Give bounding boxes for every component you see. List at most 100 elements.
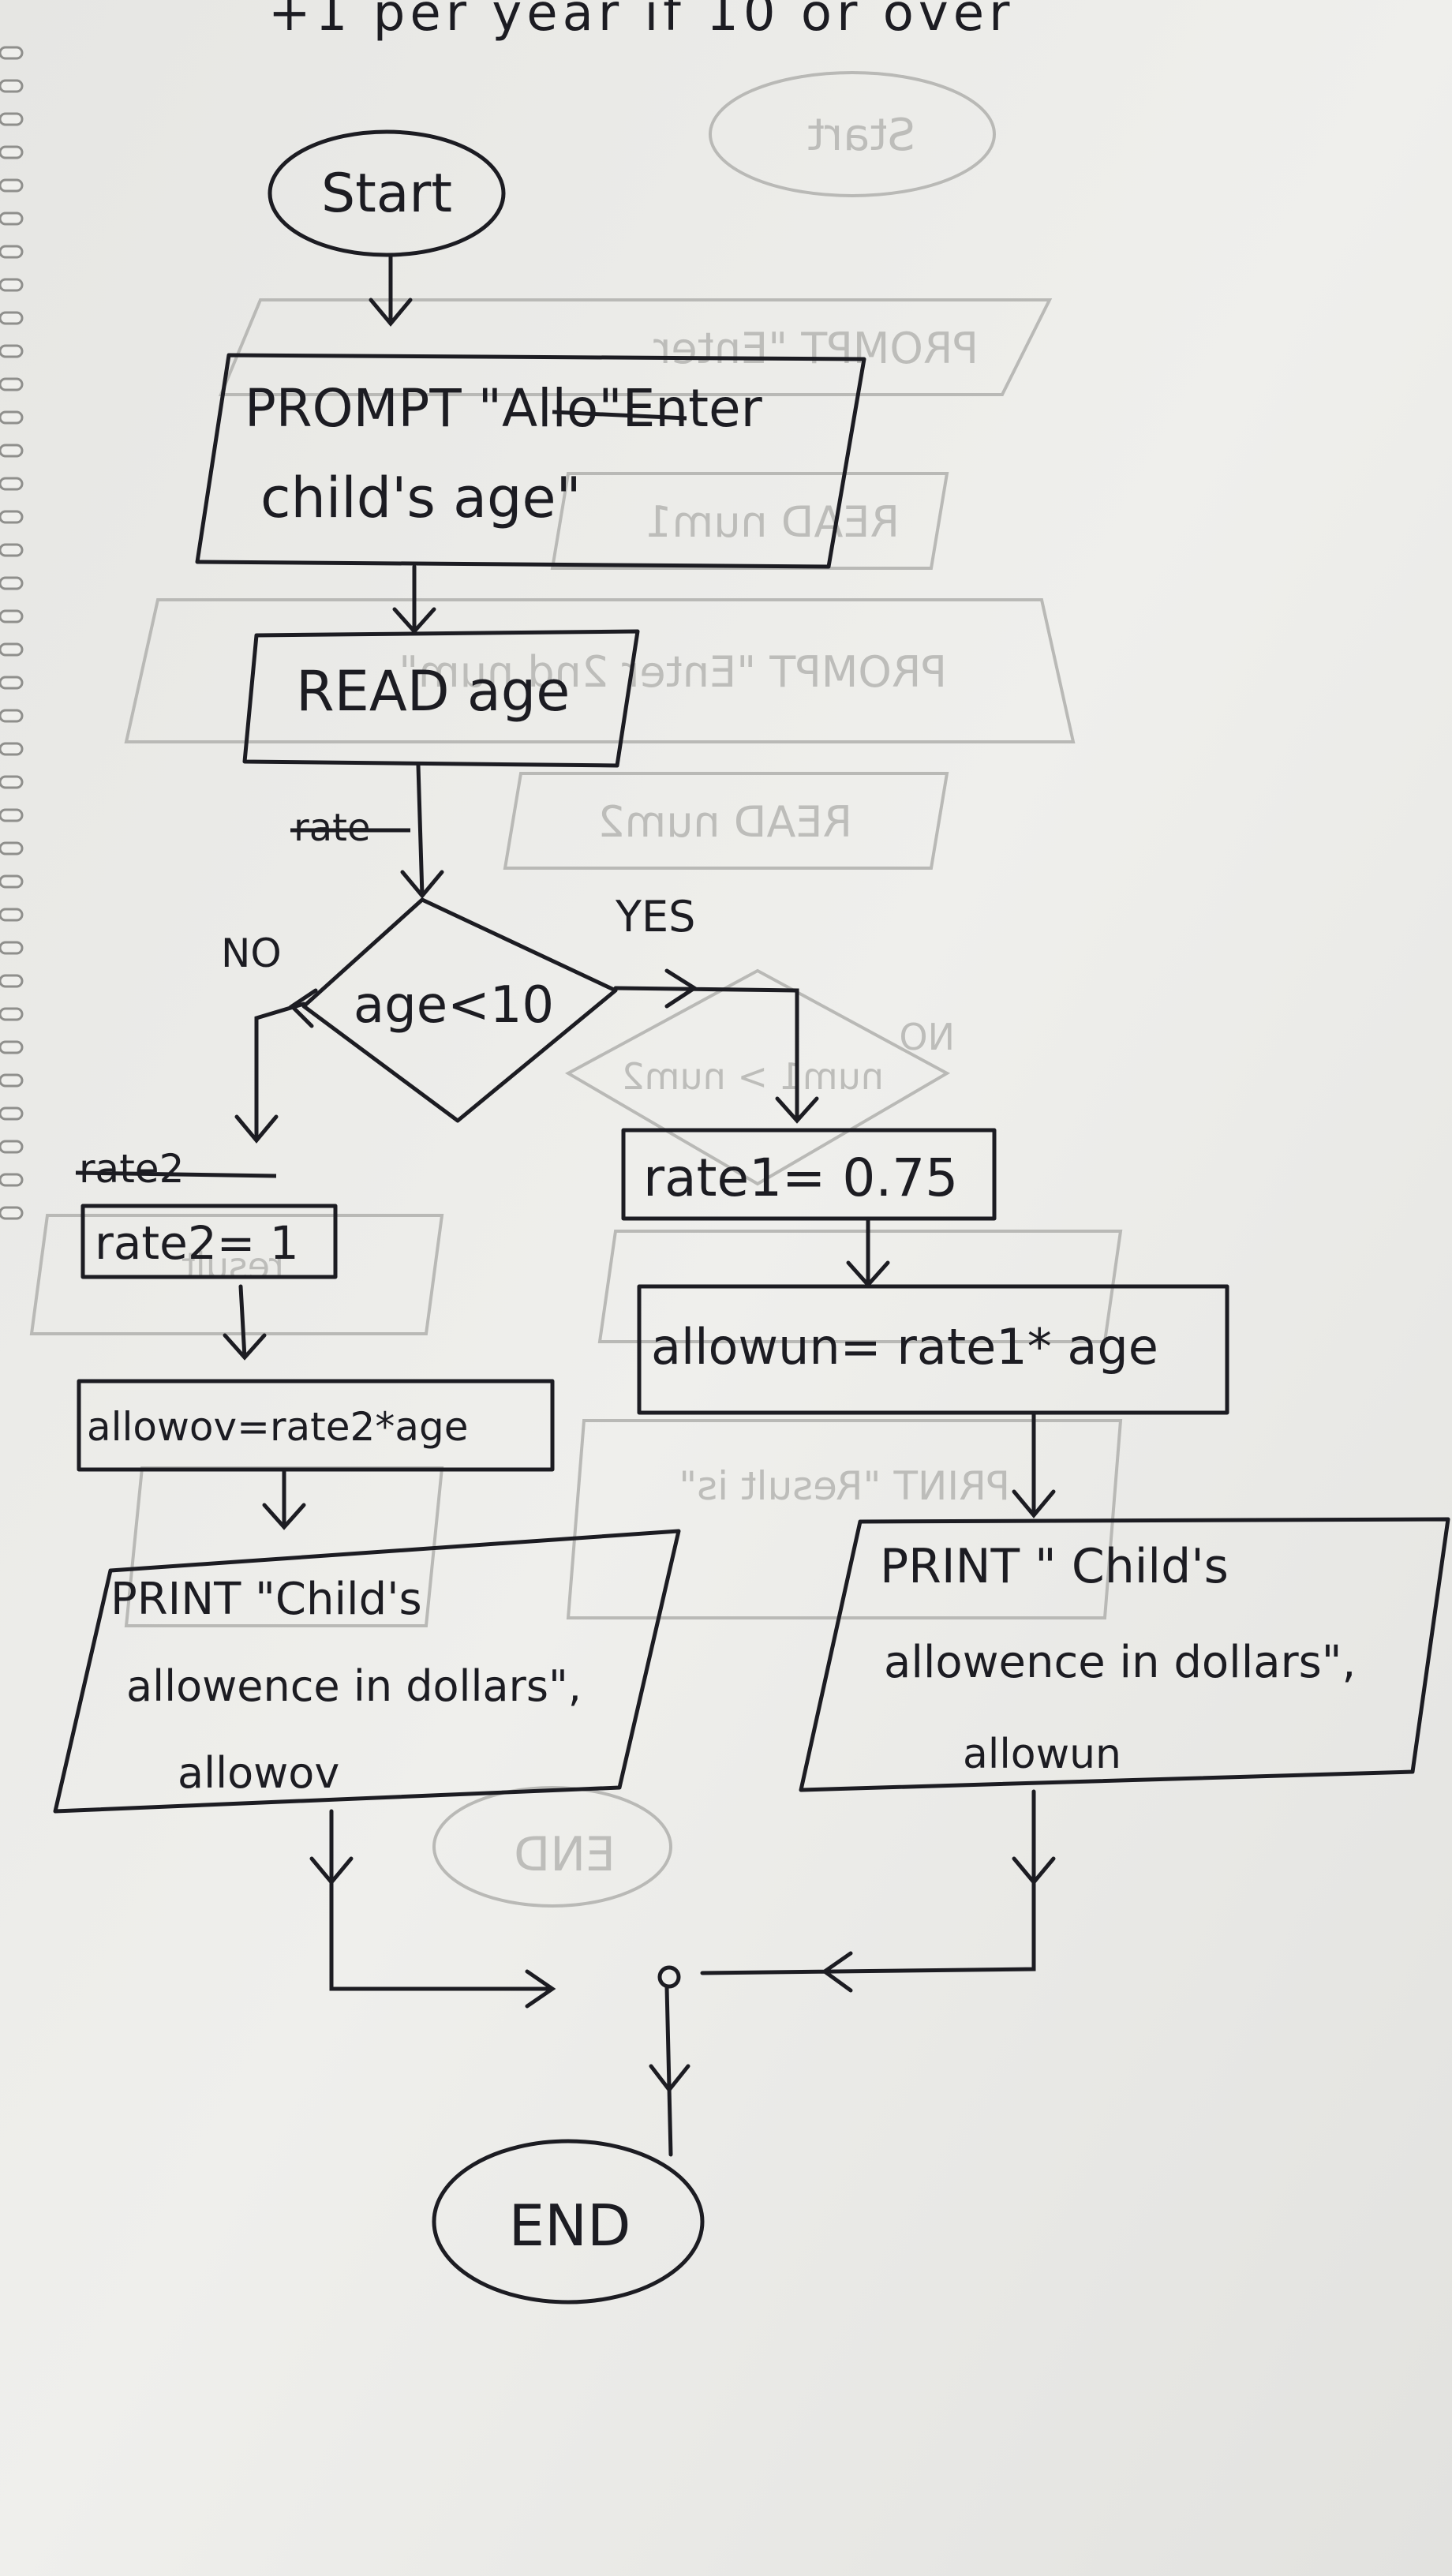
end-terminal: END [432,2139,705,2305]
bleed-through-flowchart: Start PROMPT "Enter READ num1 PROMPT "En… [29,71,1123,1908]
allowov-process: allowov=rate2*age [77,1379,555,1472]
spiral-hole [0,941,24,955]
print-allowun-output: PRINT " Child's allowence in dollars", a… [799,1517,1450,1792]
svg-text:PROMPT "Allo"Enter: PROMPT "Allo"Enter [245,378,763,439]
spiral-hole [0,377,24,391]
prompt-line1-rest: "Enter [598,378,762,439]
spiral-hole [0,808,24,822]
spiral-hole [0,145,24,159]
spiral-hole [0,410,24,425]
arrow-prompt-to-read [392,564,436,635]
allowov-label: allowov=rate2*age [87,1404,469,1450]
spiral-hole [0,775,24,789]
allowun-process: allowun= rate1* age [637,1284,1229,1415]
arrow-allowun-to-print [1012,1410,1056,1518]
prompt-input-box: PROMPT "Allo"Enter child's age" [195,353,866,569]
struck-label-no-branch: rate2 [79,1146,184,1192]
ghost-end: END [514,1827,616,1882]
ghost-read2: READ num2 [597,797,852,847]
merge-connector [657,1965,681,1989]
spiral-hole [0,709,24,723]
struck-label-read-arrow: rate [294,806,371,850]
spiral-hole [0,278,24,292]
arrow-read-to-decision [400,763,444,899]
rate2-label: rate2= 1 [95,1216,299,1270]
arrow-merge-to-end [649,1985,690,2157]
yes-label: YES [615,892,695,942]
print-ov-parallelogram [53,1529,681,1814]
print-un-parallelogram [799,1517,1450,1792]
ghost-prompt2: PROMPT "Enter 2nd num" [399,647,947,697]
rate2-box [80,1204,338,1279]
spiral-hole [0,212,24,226]
rate2-process: rate2= 1 [80,1204,338,1279]
spiral-hole [0,444,24,458]
print-un-line2: allowence in dollars", [884,1637,1356,1688]
decision-diamond [301,897,618,1123]
rate1-process: rate1= 0.75 [621,1128,997,1221]
arrow-left-merge [329,1809,556,2009]
spiral-hole [0,908,24,922]
spiral-hole [0,344,24,358]
spiral-hole [0,1040,24,1054]
spiral-hole [0,1140,24,1154]
allowun-label: allowun= rate1* age [651,1318,1158,1376]
prompt-parallelogram [195,353,866,569]
read-label: READ age [296,659,570,724]
spiral-hole [0,79,24,93]
spiral-hole [0,1007,24,1021]
no-label: NO [221,930,282,976]
print-un-line1: PRINT " Child's [880,1539,1229,1594]
allowov-box [77,1379,555,1472]
ghost-start: Start [807,110,915,161]
spiral-hole [0,46,24,60]
spiral-binding [0,46,24,1220]
print-allowov-output: PRINT "Child's allowence in dollars", al… [53,1529,681,1814]
spiral-hole [0,974,24,988]
spiral-hole [0,1073,24,1088]
end-label: END [509,2192,631,2259]
print-ov-line1: PRINT "Child's [110,1574,422,1625]
end-ellipse [432,2139,705,2305]
spiral-hole [0,1106,24,1121]
spiral-hole [0,874,24,889]
ghost-cond: num1 > num2 [621,1055,884,1098]
page-header-text: +1 per year if 10 or over [268,0,1014,43]
arrow-allowov-to-print [262,1467,306,1530]
allowun-box [637,1284,1229,1415]
ghost-result: result [182,1245,284,1287]
ghost-print: PRINT "Result is" [679,1463,1010,1509]
arrow-yes-branch [613,968,819,1124]
decision-label: age<10 [354,976,554,1035]
spiral-hole [0,245,24,259]
ghost-prompt: PROMPT "Enter [653,324,979,373]
struck-label-no-branch-line [75,1170,277,1178]
rate1-label: rate1= 0.75 [643,1148,958,1208]
arrow-rate2-to-allowov [223,1284,267,1361]
decision-age: age<10 [301,897,618,1123]
spiral-hole [0,311,24,325]
spiral-hole [0,1173,24,1187]
print-ov-line3: allowov [178,1748,339,1798]
prompt-strikethrough [552,410,687,421]
print-un-line3: allowun [963,1731,1121,1778]
arrow-start-to-prompt [369,254,413,327]
prompt-line2: child's age" [260,466,582,530]
spiral-hole [0,609,24,623]
start-ellipse [268,129,506,257]
spiral-hole [0,543,24,557]
read-input-box: READ age [242,629,640,768]
read-parallelogram [242,629,640,768]
spiral-hole [0,112,24,126]
spiral-hole [0,576,24,590]
spiral-hole [0,1206,24,1220]
spiral-hole [0,510,24,524]
spiral-hole [0,178,24,193]
spiral-hole [0,477,24,491]
prompt-struck-word: Allo [502,378,598,439]
spiral-hole [0,841,24,856]
ghost-read1: READ num1 [645,497,900,547]
start-terminal: Start [268,129,506,257]
